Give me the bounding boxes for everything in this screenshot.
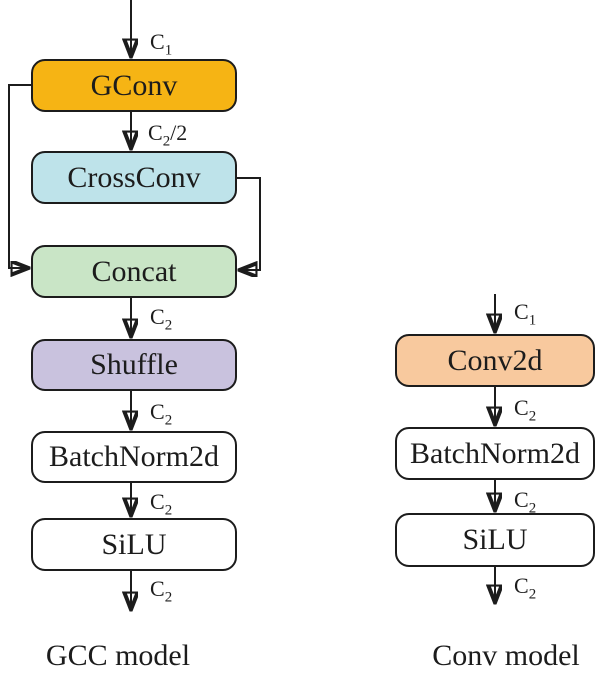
node-concat: Concat — [31, 245, 237, 298]
edge-label-gcc-gconv-crossconv: C2/2 — [148, 120, 188, 150]
node-conv2d: Conv2d — [395, 334, 595, 387]
caption-conv-model: Conv model — [432, 639, 580, 672]
node-batchnorm-gcc: BatchNorm2d — [31, 431, 237, 483]
edge-label-conv-conv-bn: C2 — [514, 395, 537, 425]
caption-gcc-model: GCC model — [45, 639, 191, 672]
skip-gconv-left-to-concat — [8, 84, 31, 268]
node-shuffle: Shuffle — [31, 339, 237, 391]
node-gconv: GConv — [31, 59, 237, 112]
edge-label-conv-input: C1 — [514, 299, 537, 329]
edge-label-conv-output: C2 — [514, 573, 537, 603]
edge-label-gcc-shuffle-bn: C2 — [150, 399, 173, 429]
skip-crossconv-right-to-concat — [237, 177, 261, 270]
edge-label-gcc-input: C1 — [150, 29, 173, 59]
node-silu-gcc: SiLU — [31, 518, 237, 571]
edge-label-gcc-concat-shuffle: C2 — [150, 304, 173, 334]
node-silu-conv: SiLU — [395, 513, 595, 567]
node-batchnorm-conv: BatchNorm2d — [395, 427, 595, 480]
edge-label-conv-bn-silu: C2 — [514, 487, 537, 517]
edge-label-gcc-output: C2 — [150, 576, 173, 606]
node-crossconv: CrossConv — [31, 151, 237, 204]
edge-label-gcc-bn-silu: C2 — [150, 489, 173, 519]
